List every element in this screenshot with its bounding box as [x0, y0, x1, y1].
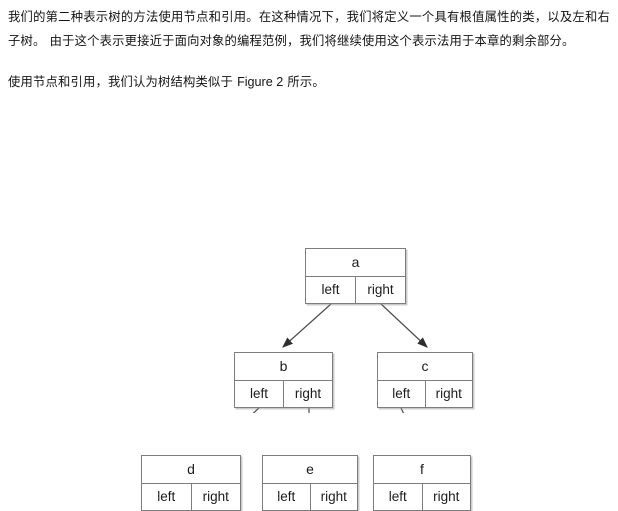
tree-node-b[interactable]: b left right — [234, 352, 333, 408]
node-f-value: f — [374, 456, 470, 484]
node-a-value: a — [306, 249, 405, 277]
node-e-cells: left right — [263, 484, 357, 510]
paragraph-2-text-before: 使用节点和引用，我们认为树结构类似于 — [8, 75, 238, 89]
node-f-right-cell[interactable]: right — [433, 489, 460, 504]
node-b-cells: left right — [235, 381, 332, 407]
node-d-cells: left right — [142, 484, 240, 510]
node-c-value: c — [378, 353, 472, 381]
edge-c-left-to-f — [400, 407, 405, 413]
node-b-right-cell[interactable]: right — [294, 386, 322, 401]
node-c-left-cell[interactable]: left — [378, 381, 426, 407]
node-a-right-cell[interactable]: right — [367, 282, 394, 297]
edge-b-left-to-d — [252, 407, 260, 413]
node-a-left-cell[interactable]: left — [306, 277, 356, 303]
tree-node-c[interactable]: c left right — [377, 352, 473, 408]
tree-diagram-figure: a left right b left right c left right d — [0, 118, 618, 511]
edge-a-right-to-c — [380, 303, 428, 348]
node-b-value: b — [235, 353, 332, 381]
prose-block: 我们的第二种表示树的方法使用节点和引用。在这种情况下，我们将定义一个具有根值属性… — [8, 6, 610, 95]
node-d-value: d — [142, 456, 240, 484]
node-c-cells: left right — [378, 381, 472, 407]
paragraph-1: 我们的第二种表示树的方法使用节点和引用。在这种情况下，我们将定义一个具有根值属性… — [8, 10, 610, 48]
figure-reference: Figure 2 — [237, 75, 284, 89]
node-f-cells: left right — [374, 484, 470, 510]
node-a-cells: left right — [306, 277, 405, 303]
node-d-right-cell[interactable]: right — [202, 489, 229, 504]
tree-node-a[interactable]: a left right — [305, 248, 406, 304]
node-e-value: e — [263, 456, 357, 484]
paragraph-2: 使用节点和引用，我们认为树结构类似于 Figure 2 所示。 — [8, 71, 610, 95]
node-e-right-cell[interactable]: right — [320, 489, 347, 504]
paragraph-2-text-after: 所示。 — [283, 75, 325, 89]
tree-node-f[interactable]: f left right — [373, 455, 471, 511]
node-b-left-cell[interactable]: left — [235, 381, 284, 407]
node-c-right-cell[interactable]: right — [435, 386, 462, 401]
edge-a-left-to-b — [282, 303, 332, 348]
node-f-left-cell[interactable]: left — [374, 484, 423, 510]
node-d-left-cell[interactable]: left — [142, 484, 192, 510]
document-page: 我们的第二种表示树的方法使用节点和引用。在这种情况下，我们将定义一个具有根值属性… — [0, 6, 618, 511]
node-e-left-cell[interactable]: left — [263, 484, 311, 510]
tree-node-d[interactable]: d left right — [141, 455, 241, 511]
tree-node-e[interactable]: e left right — [262, 455, 358, 511]
